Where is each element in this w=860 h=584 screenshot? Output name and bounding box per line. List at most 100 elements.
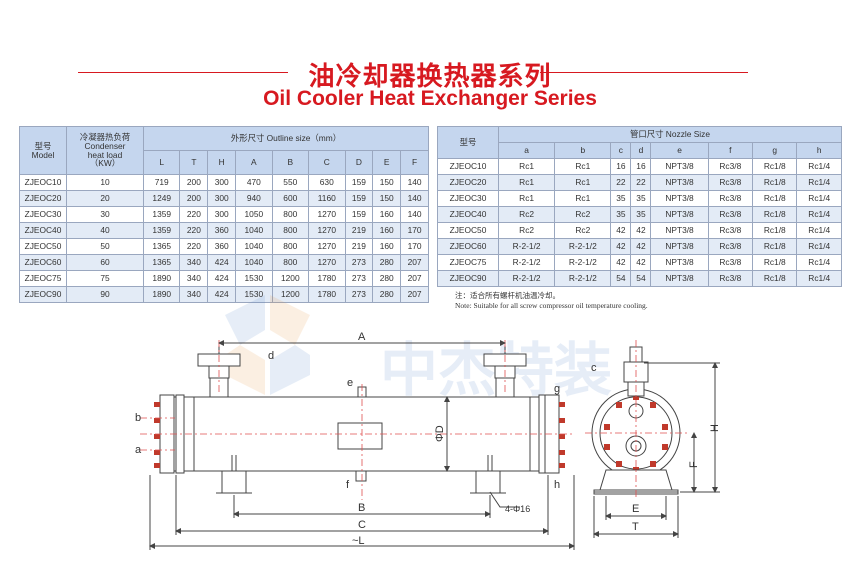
table-cell: 1780 [308, 286, 346, 303]
table-cell: R-2-1/2 [554, 254, 612, 271]
watermark-mark [225, 295, 310, 395]
nozzle-f [355, 470, 367, 482]
table-cell: 1890 [142, 286, 181, 303]
table-cell: 1780 [308, 270, 346, 287]
table-cell: 42 [610, 222, 632, 239]
title-rule-left [78, 72, 288, 73]
label-F: F [688, 461, 700, 468]
table-cell: 300 [207, 206, 237, 223]
table-cell: 42 [630, 254, 652, 271]
table-cell: 150 [372, 190, 402, 207]
end-view [585, 340, 720, 538]
flange-bolts-left [154, 402, 160, 468]
note-english: Note: Suitable for all screw compressor … [455, 301, 648, 310]
table-cell: ZJEOC50 [19, 238, 67, 255]
label-f: f [346, 479, 350, 491]
table-cell: 470 [235, 174, 273, 191]
table-cell: Rc1/4 [796, 190, 842, 207]
table-cell: 1359 [142, 206, 181, 223]
table-cell: Rc2 [554, 206, 612, 223]
table-cell: 360 [207, 238, 237, 255]
table-cell: ZJEOC75 [437, 254, 499, 271]
table-cell: Rc1/8 [752, 206, 798, 223]
header-size-col: D [344, 150, 374, 175]
note: 注：适合所有螺杆机油温冷却。 Note: Suitable for all sc… [455, 291, 648, 311]
table-cell: 35 [630, 190, 652, 207]
table-cell: 50 [66, 238, 144, 255]
table-cell: 207 [400, 270, 429, 287]
table-cell: Rc3/8 [707, 174, 754, 191]
table-cell: ZJEOC10 [437, 158, 499, 175]
table-cell: 75 [66, 270, 144, 287]
table-cell: 170 [400, 238, 429, 255]
label-d: d [268, 350, 274, 362]
table-cell: 1050 [235, 206, 273, 223]
table-cell: Rc1 [497, 190, 556, 207]
table-cell: ZJEOC90 [437, 270, 499, 287]
table-cell: 340 [179, 270, 209, 287]
table-cell: 280 [372, 286, 402, 303]
table-cell: Rc1/4 [796, 238, 842, 255]
label-a: a [135, 444, 142, 456]
table-cell: NPT3/8 [650, 158, 709, 175]
table-cell: NPT3/8 [650, 254, 709, 271]
table-cell: Rc1/4 [796, 222, 842, 239]
table-cell: 1530 [235, 286, 273, 303]
header-nozzle-col: f [707, 142, 754, 159]
table-cell: NPT3/8 [650, 238, 709, 255]
label-E: E [632, 503, 639, 515]
table-cell: 273 [344, 254, 374, 271]
table-cell: 424 [207, 270, 237, 287]
table-cell: 140 [400, 190, 429, 207]
table-cell: 170 [400, 222, 429, 239]
table-cell: R-2-1/2 [554, 270, 612, 287]
header-nozzle-col: h [796, 142, 842, 159]
table-cell: NPT3/8 [650, 206, 709, 223]
table-cell: R-2-1/2 [497, 238, 556, 255]
label-B: B [358, 502, 365, 514]
table-cell: Rc1 [497, 174, 556, 191]
table-cell: Rc1 [554, 174, 612, 191]
title-chinese: 油冷却器换热器系列 [308, 62, 552, 92]
header-nozzle-col: c [610, 142, 632, 159]
table-cell: Rc3/8 [707, 158, 754, 175]
table-cell: 1249 [142, 190, 181, 207]
title-rule-right [540, 72, 748, 73]
centerlines [140, 340, 575, 500]
table-cell: 1040 [235, 222, 273, 239]
table-cell: 1359 [142, 222, 181, 239]
table-cell: 340 [179, 286, 209, 303]
table-cell: 424 [207, 286, 237, 303]
table-cell: 800 [271, 254, 310, 271]
table-cell: 1365 [142, 238, 181, 255]
table-cell: Rc1 [554, 190, 612, 207]
table-cell: 140 [400, 174, 429, 191]
table-cell: 10 [66, 174, 144, 191]
table-cell: Rc3/8 [707, 254, 754, 271]
table-cell: Rc1 [554, 158, 612, 175]
table-cell: 30 [66, 206, 144, 223]
table-cell: 160 [372, 238, 402, 255]
table-cell: 1365 [142, 254, 181, 271]
table-cell: 20 [66, 190, 144, 207]
table-cell: 1200 [271, 286, 310, 303]
title-english: Oil Cooler Heat Exchanger Series [263, 87, 597, 110]
header-outline-size: 外形尺寸 Outline size（mm） [143, 126, 429, 151]
header-size-col: C [308, 150, 346, 175]
table-cell: 280 [372, 254, 402, 271]
table-cell: 630 [308, 174, 346, 191]
label-g: g [554, 383, 560, 395]
table-cell: Rc3/8 [707, 206, 754, 223]
table-cell: 40 [66, 222, 144, 239]
table-cell: Rc1/8 [752, 222, 798, 239]
table-cell: Rc3/8 [707, 190, 754, 207]
